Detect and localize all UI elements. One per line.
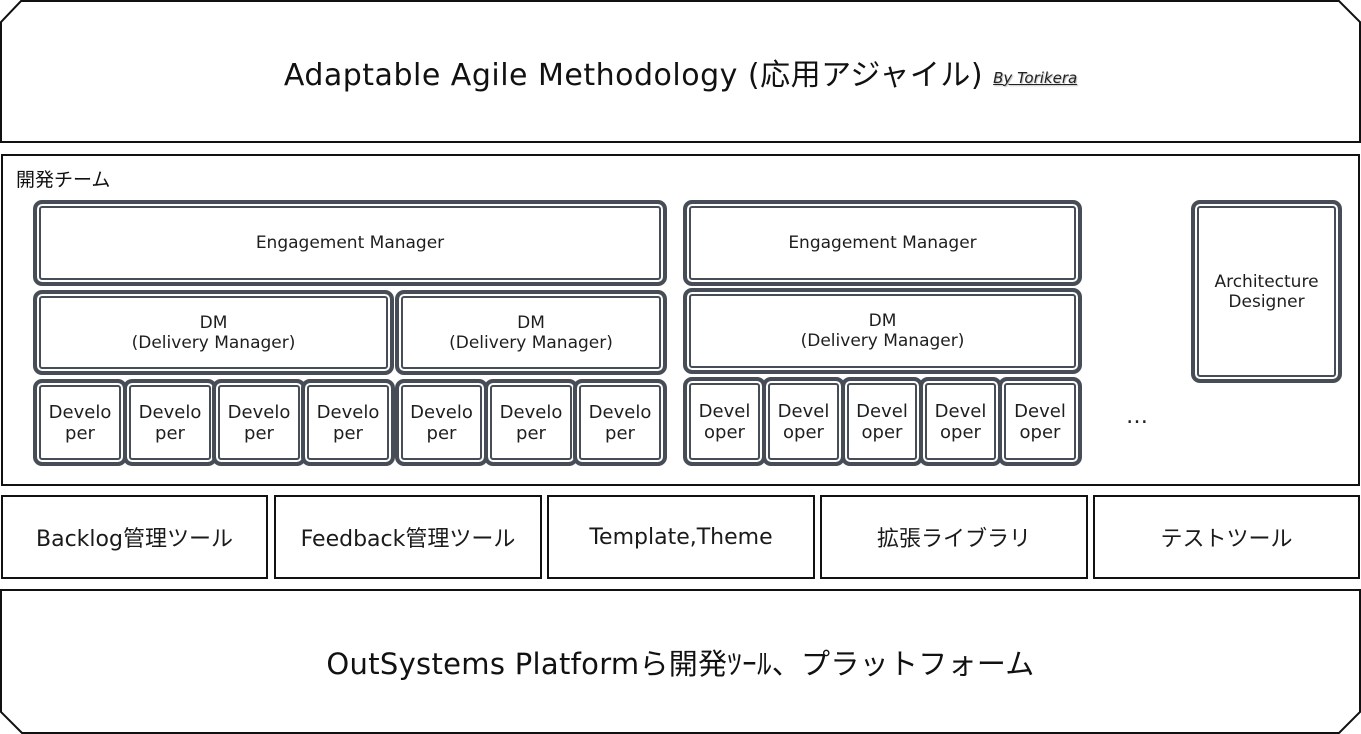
developer-label: oper [861, 421, 903, 443]
developer-label: oper [783, 421, 824, 443]
engagement-manager-label: Engagement Manager [255, 233, 445, 253]
architecture-designer-box: Architecture Designer [1191, 200, 1342, 383]
developer-box: Develo per [123, 379, 217, 466]
developer-label: per [333, 422, 363, 444]
developer-label: oper [1019, 421, 1061, 443]
developer-label: Devel [698, 400, 751, 422]
dm-full-label: (Delivery Manager) [449, 332, 613, 353]
platform-panel: OutSystems Platformら開発ﾂｰﾙ、プラットフォーム [0, 590, 1361, 734]
developer-label: oper [704, 421, 745, 443]
developer-box: Develo per [301, 379, 395, 466]
dm-full-label: (Delivery Manager) [131, 332, 296, 353]
developer-box: Devel oper [841, 377, 923, 466]
developer-box: Devel oper [998, 377, 1082, 466]
delivery-manager-box: DM (Delivery Manager) [33, 290, 394, 375]
developer-label: Devel [934, 400, 987, 422]
architecture-designer-label: Designer [1228, 291, 1305, 312]
header: Adaptable Agile Methodology (応用アジャイル) By… [0, 0, 1361, 143]
tool-backlog: Backlog管理ツール [1, 495, 268, 579]
dm-label: DM [868, 311, 897, 331]
developer-box: Develo per [484, 379, 578, 466]
tool-feedback: Feedback管理ツール [274, 495, 542, 579]
dm-label: DM [199, 312, 228, 333]
architecture-designer-label: Architecture [1214, 271, 1319, 292]
more-teams-ellipsis: … [1126, 404, 1151, 429]
developer-label: per [244, 422, 274, 444]
author-byline: By Torikera [993, 68, 1078, 87]
developer-box: Develo per [395, 379, 488, 466]
developer-label: Develo [588, 401, 652, 423]
dm-label: DM [517, 312, 545, 333]
page-title: Adaptable Agile Methodology (応用アジャイル) [283, 57, 984, 93]
developer-label: Develo [316, 401, 380, 423]
developer-label: per [605, 422, 635, 444]
engagement-manager-label: Engagement Manager [788, 233, 977, 253]
developer-label: per [65, 422, 95, 444]
developer-label: per [426, 422, 457, 444]
tool-template-theme: Template,Theme [547, 495, 815, 579]
developer-box: Devel oper [683, 377, 766, 466]
developer-label: oper [940, 421, 981, 443]
developer-box: Develo per [212, 379, 306, 466]
developer-label: per [516, 422, 546, 444]
tool-test: テストツール [1093, 495, 1360, 579]
developer-label: Devel [1014, 400, 1066, 422]
developer-box: Devel oper [919, 377, 1002, 466]
developer-label: Devel [777, 400, 830, 422]
developer-label: Develo [227, 401, 291, 423]
developer-label: Develo [48, 401, 112, 423]
developer-box: Devel oper [762, 377, 845, 466]
developer-label: Develo [410, 401, 473, 423]
delivery-manager-box: DM (Delivery Manager) [395, 290, 667, 375]
delivery-manager-box: DM (Delivery Manager) [683, 288, 1082, 374]
dev-team-label: 開発チーム [16, 169, 111, 191]
platform-label: OutSystems Platformら開発ﾂｰﾙ、プラットフォーム [326, 647, 1035, 681]
developer-label: Develo [138, 401, 202, 423]
developer-label: per [155, 422, 185, 444]
engagement-manager-box: Engagement Manager [33, 200, 667, 286]
developer-label: Devel [856, 400, 908, 422]
engagement-manager-box: Engagement Manager [683, 200, 1082, 286]
developer-box: Develo per [573, 379, 667, 466]
developer-label: Develo [499, 401, 563, 423]
tool-extension-library: 拡張ライブラリ [820, 495, 1088, 579]
dm-full-label: (Delivery Manager) [800, 331, 965, 351]
developer-box: Develo per [33, 379, 127, 466]
